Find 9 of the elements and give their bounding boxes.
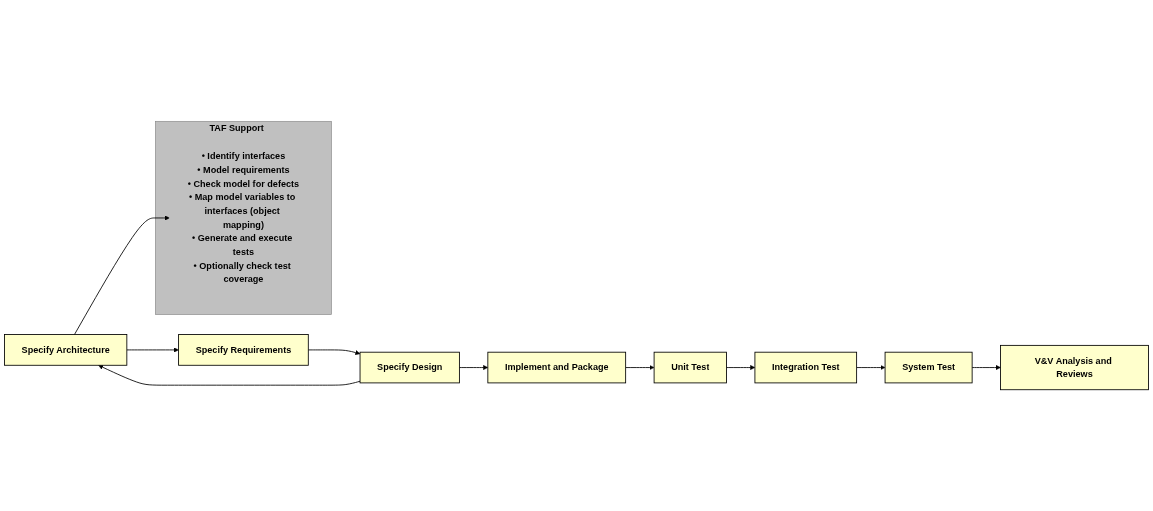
node-box: System Test: [884, 351, 973, 384]
node-box: Specify Requirements: [178, 334, 309, 366]
node-box: V&V Analysis and Reviews: [1000, 344, 1149, 391]
node-box: Implement and Package: [487, 351, 627, 384]
node-box: Specify Architecture: [4, 334, 128, 366]
node-box: Specify Design: [359, 351, 460, 384]
node-text: • Identify interfaces • Model requirements • Check model for defects • Map model variables to interfaces (object mapping) • Generate and execute tests • Optionally check test coverage: [187, 151, 300, 284]
node-box: Unit Test: [653, 351, 727, 384]
node-box: Integration Test: [754, 351, 858, 384]
